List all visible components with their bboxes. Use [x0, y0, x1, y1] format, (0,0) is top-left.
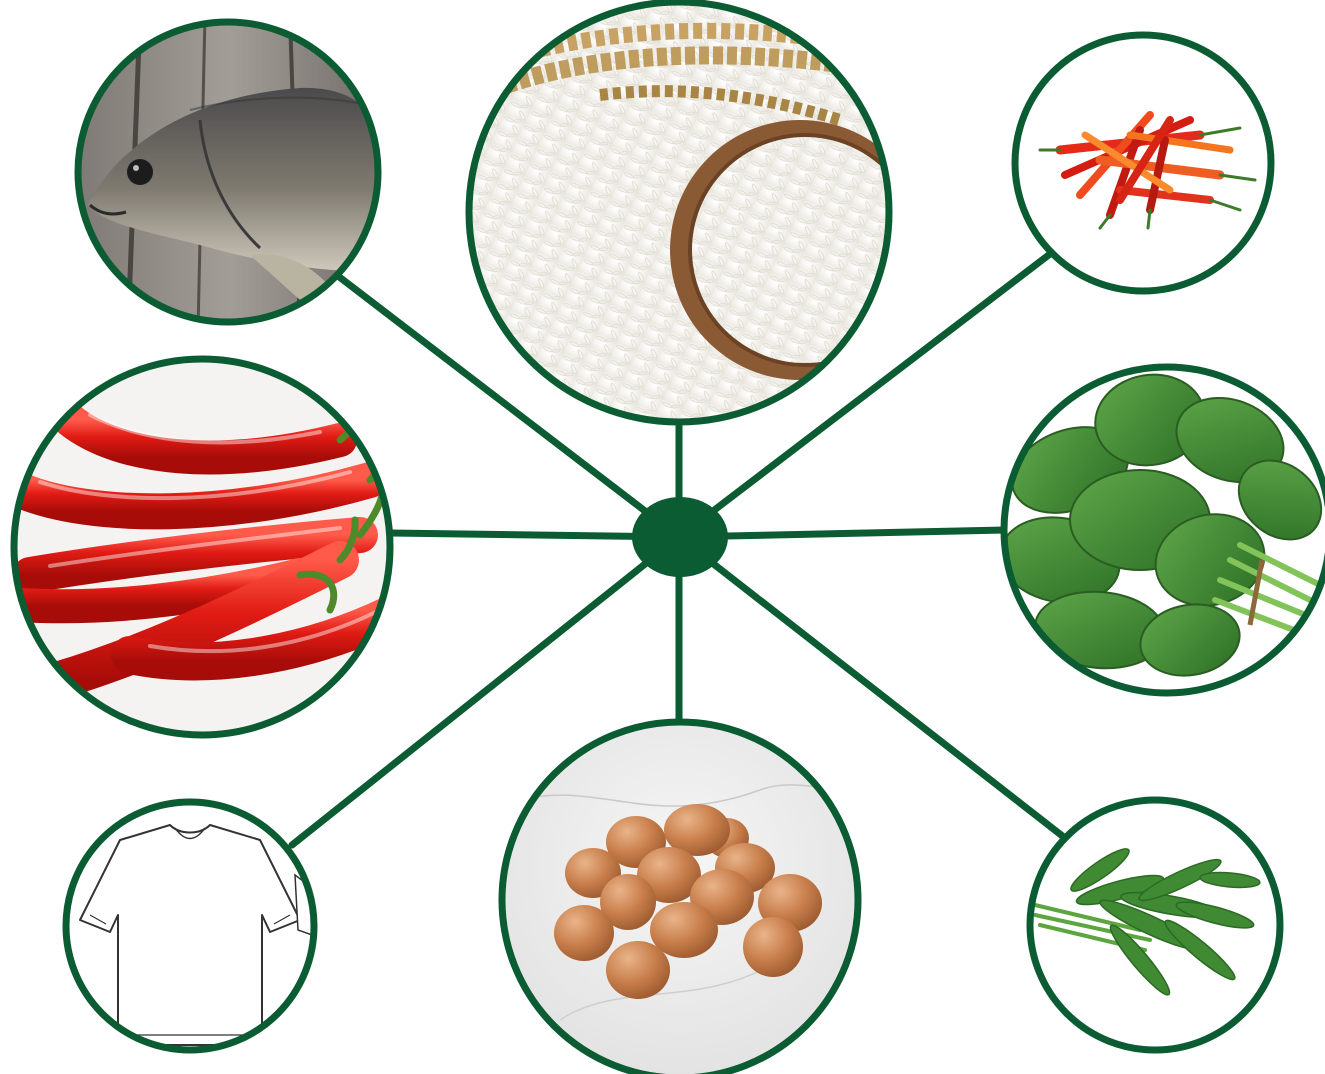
node-small-chili: [1010, 30, 1280, 300]
node-spinach: [994, 360, 1325, 700]
central-hub: [632, 497, 728, 577]
node-fish: [70, 15, 390, 335]
node-eggs: [500, 720, 860, 1074]
node-rice: [460, 0, 930, 430]
fish-photo: [70, 15, 390, 335]
node-red-chili: [10, 355, 400, 745]
node-tshirt: [60, 800, 320, 1060]
